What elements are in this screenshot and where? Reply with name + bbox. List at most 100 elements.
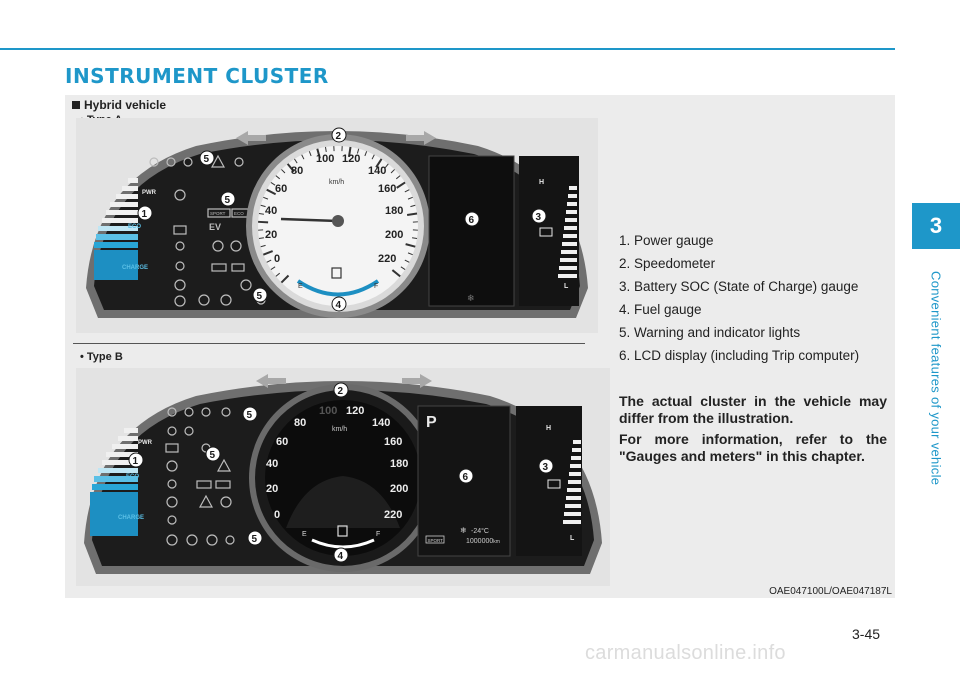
- speed-tick-mark: [258, 237, 265, 240]
- legend-item: 5. Warning and indicator lights: [619, 325, 801, 340]
- legend-item: 4. Fuel gauge: [619, 302, 702, 317]
- speed-tick-mark: [301, 154, 305, 160]
- speed-tick-mark: [263, 196, 269, 200]
- battery-soc-gauge: H L: [516, 406, 582, 556]
- callout-4: 4: [336, 300, 342, 311]
- divider: [73, 343, 585, 344]
- speed-tick-mark: [262, 250, 274, 256]
- speed-tick-180: 180: [385, 205, 403, 217]
- callout-6: 6: [469, 215, 475, 226]
- chapter-title-text: Convenient features of your vehicle: [928, 270, 944, 486]
- speed-tick-220: 220: [384, 509, 402, 521]
- speed-tick-40: 40: [266, 458, 278, 470]
- battery-soc-gauge: H L: [519, 156, 579, 306]
- speed-tick-100: 100: [316, 153, 334, 165]
- speed-tick-mark: [281, 169, 286, 174]
- speed-tick-80: 80: [294, 417, 306, 429]
- callout-2: 2: [336, 131, 342, 142]
- speed-tick-mark: [286, 163, 295, 173]
- cluster-differ-note: The actual cluster in the vehicle may di…: [619, 393, 887, 426]
- soc-high-label: H: [539, 179, 544, 186]
- outside-temp: -24°C: [471, 527, 489, 535]
- speed-tick-180: 180: [390, 458, 408, 470]
- soc-high-label: H: [546, 425, 551, 432]
- speed-tick-mark: [390, 169, 395, 174]
- speed-tick-mark: [294, 158, 298, 164]
- speed-tick-mark: [407, 252, 413, 256]
- speed-tick-220: 220: [378, 253, 396, 265]
- speed-tick-20: 20: [266, 483, 278, 495]
- callout-6: 6: [463, 472, 469, 483]
- speed-tick-mark: [395, 175, 401, 180]
- callout-1: 1: [142, 209, 148, 220]
- variant-heading: Hybrid vehicle: [72, 98, 166, 112]
- speed-tick-0: 0: [274, 509, 280, 521]
- left-arrow-icon: [256, 374, 286, 388]
- speed-tick-mark: [384, 163, 389, 169]
- chapter-tab[interactable]: 3: [912, 203, 960, 249]
- speed-tick-200: 200: [390, 483, 408, 495]
- odometer-unit: km: [493, 539, 500, 545]
- charge-label: CHARGE: [122, 265, 148, 271]
- callout-4: 4: [338, 551, 344, 562]
- speed-tick-mark: [396, 181, 406, 189]
- fuel-empty-label: E: [302, 531, 307, 538]
- square-bullet-icon: [72, 101, 80, 109]
- image-code: OAE047100L/OAE047187L: [769, 586, 892, 597]
- snowflake-icon: ❄: [467, 293, 475, 303]
- eco-mode-label: ECO: [234, 211, 244, 216]
- speed-tick-200: 200: [385, 229, 403, 241]
- speed-tick-mark: [324, 146, 327, 153]
- speed-tick-160: 160: [378, 183, 396, 195]
- speed-tick-mark: [270, 182, 276, 186]
- refer-gauges-note: For more information, refer to the "Gaug…: [619, 431, 887, 464]
- soc-low-label: L: [570, 535, 575, 542]
- speed-tick-60: 60: [275, 183, 287, 195]
- speed-tick-mark: [270, 266, 276, 270]
- soc-low-label: L: [564, 283, 569, 290]
- callout-5-top: 5: [204, 154, 210, 165]
- charge-label: CHARGE: [118, 515, 144, 521]
- ev-label: EV: [209, 222, 221, 232]
- fuel-empty-label: E: [298, 283, 303, 290]
- speed-unit: km/h: [332, 426, 347, 433]
- fuel-full-label: F: [376, 531, 380, 538]
- callout-3: 3: [543, 462, 549, 473]
- snowflake-icon: ❄: [460, 526, 467, 535]
- watermark: carmanualsonline.info: [585, 642, 786, 664]
- section-title: INSTRUMENT CLUSTER: [65, 64, 329, 88]
- pwr-label: PWR: [142, 190, 157, 196]
- speed-tick-mark: [411, 237, 418, 240]
- speed-tick-140: 140: [368, 165, 386, 177]
- legend-item: 1. Power gauge: [619, 233, 714, 248]
- fuel-pump-icon: [331, 267, 342, 279]
- speed-tick-mark: [371, 154, 375, 160]
- speed-tick-mark: [266, 188, 277, 196]
- speed-tick-mark: [266, 259, 272, 263]
- cluster-illustration-type-b: PWR ECO CHARGE 100 120 80 140 60 160 40 …: [76, 368, 610, 586]
- speed-tick-mark: [364, 151, 368, 157]
- type-b-label: • Type B: [80, 351, 123, 363]
- speedometer: 100 120 80 140 60 160 40 180 20 200 0 22…: [249, 384, 437, 572]
- speedometer: 100 120 80 140 60 160 40 180 20 200 0 22…: [246, 134, 430, 318]
- legend-item: 6. LCD display (including Trip computer): [619, 348, 860, 363]
- power-gauge: PWR ECO CHARGE: [90, 428, 153, 536]
- callout-5-bottom: 5: [252, 534, 258, 545]
- speed-tick-mark: [400, 266, 406, 270]
- right-arrow-icon: [406, 131, 436, 145]
- speed-tick-mark: [406, 212, 418, 217]
- callout-2: 2: [338, 386, 344, 397]
- speed-tick-mark: [404, 259, 410, 263]
- speed-tick-mark: [391, 269, 401, 278]
- speed-tick-60: 60: [276, 436, 288, 448]
- top-rule: [0, 48, 895, 50]
- speed-tick-120: 120: [342, 153, 360, 165]
- legend-list: 1. Power gauge 2. Speedometer 3. Battery…: [619, 229, 887, 367]
- callout-5-top: 5: [247, 410, 253, 421]
- power-gauge: PWR ECO CHARGE: [94, 178, 157, 280]
- speed-tick-mark: [410, 204, 416, 208]
- callout-3: 3: [536, 212, 542, 223]
- warning-lights-left: [149, 154, 266, 307]
- speed-tick-0: 0: [274, 253, 280, 265]
- speed-tick-mark: [316, 148, 321, 159]
